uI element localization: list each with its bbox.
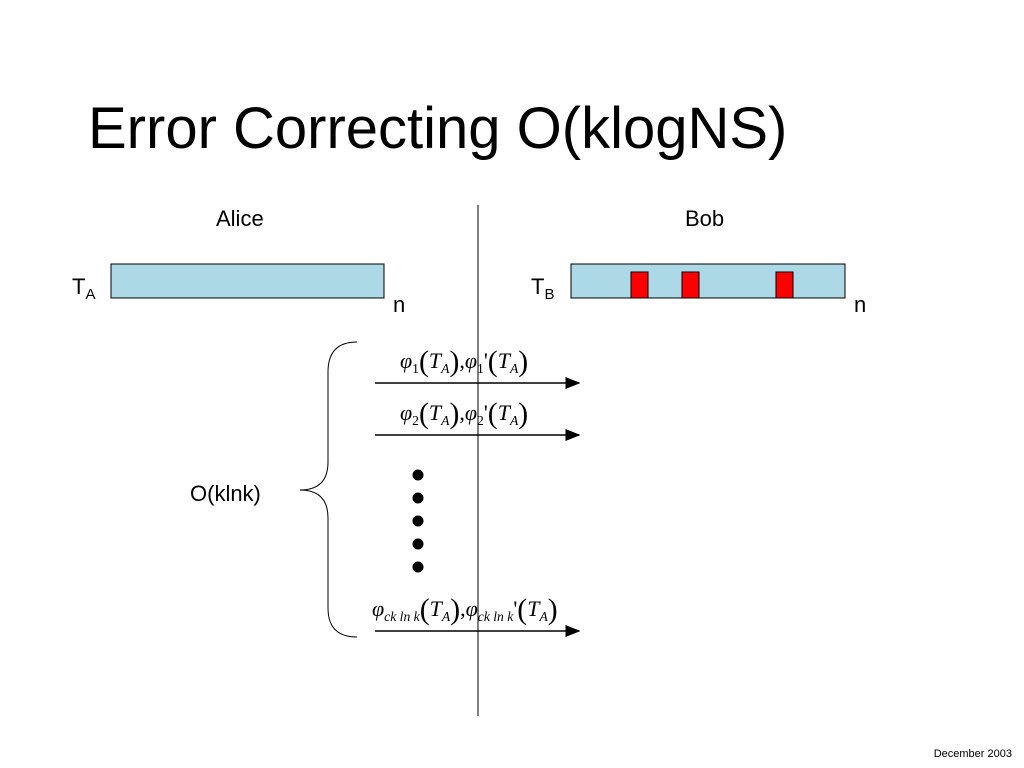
message-formula-1: φ1(TA),φ1'(TA) <box>400 346 529 378</box>
bob-error-mark <box>775 271 794 299</box>
message-formula-2: φ2(TA),φ2'(TA) <box>400 398 529 430</box>
bob-label: Bob <box>685 206 725 231</box>
message-formula-last: φck ln k(TA),φck ln k'(TA) <box>372 594 558 626</box>
alice-string-bar <box>110 263 385 299</box>
alice-label: Alice <box>216 206 264 231</box>
ellipsis-dot <box>412 538 424 550</box>
alice-string-symbol: TA <box>72 274 96 303</box>
bob-error-mark <box>630 271 649 299</box>
ellipsis-dot <box>412 515 424 527</box>
alice-string-subscript: A <box>85 286 96 303</box>
bob-error-mark <box>681 271 700 299</box>
footer-date: December 2003 <box>933 748 1012 760</box>
bob-string-bar <box>570 263 846 299</box>
ellipsis-dot <box>412 469 424 481</box>
alice-length-label: n <box>393 292 406 317</box>
bob-length-label: n <box>854 292 867 317</box>
ellipsis-dot <box>412 492 424 504</box>
curly-brace <box>299 341 358 638</box>
rounds-label: O(klnk) <box>190 481 261 506</box>
ellipsis-dot <box>412 561 424 573</box>
slide-title: Error Correcting O(klogNS) <box>88 96 788 161</box>
bob-string-symbol: TB <box>531 274 555 303</box>
bob-string-subscript: B <box>544 286 555 303</box>
